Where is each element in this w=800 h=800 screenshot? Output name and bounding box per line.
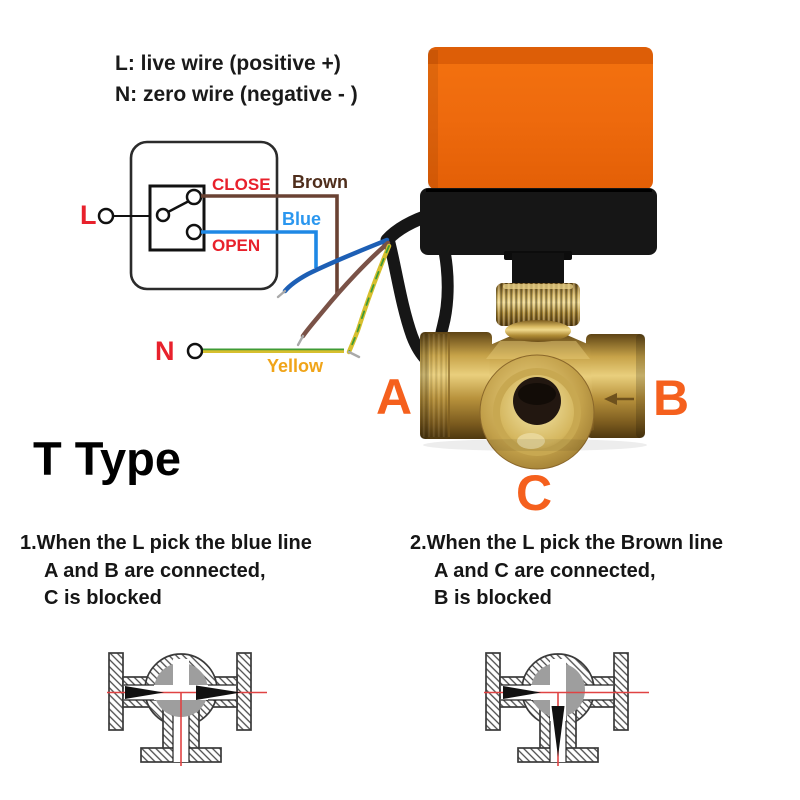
n-terminal-label: N	[155, 336, 175, 366]
live-wire-label: L: live wire (positive +)	[115, 52, 341, 75]
wire-legend: L: live wire (positive +) N: zero wire (…	[115, 48, 358, 110]
blue-wire-label: Blue	[282, 209, 322, 229]
blue-line	[201, 230, 318, 268]
open-label: OPEN	[212, 236, 261, 255]
zero-wire-label: N: zero wire (negative - )	[115, 83, 358, 106]
brown-wire	[300, 240, 391, 339]
flow-arrow-right-2	[196, 685, 241, 700]
flow-arrow-right-1	[125, 686, 164, 699]
actuator	[420, 47, 657, 286]
l-terminal	[97, 207, 115, 225]
port-b-body	[586, 334, 645, 438]
port-a-label: A	[376, 369, 412, 425]
cable-wires	[276, 237, 392, 359]
close-label: CLOSE	[212, 175, 271, 194]
note-2-line-1: 2.When the L pick the Brown line	[410, 532, 723, 554]
note-1-line-1: 1.When the L pick the blue line	[20, 532, 312, 554]
flow-arrow-right-3	[503, 686, 541, 699]
actuator-stem	[512, 253, 564, 286]
note-brown-line: 2.When the L pick the Brown line A and C…	[410, 530, 723, 613]
note-blue-line: 1.When the L pick the blue line A and B …	[20, 530, 312, 613]
note-2-line-3: B is blocked	[434, 587, 552, 609]
valve-product	[276, 47, 657, 470]
valve-body	[420, 283, 647, 470]
yellow-wire-label: Yellow	[267, 356, 324, 376]
note-1-line-3: C is blocked	[44, 587, 162, 609]
l-terminal-label: L	[80, 200, 97, 230]
common-terminal	[155, 207, 171, 223]
note-1-line-2: A and B are connected,	[44, 559, 266, 582]
actuator-base	[420, 188, 657, 255]
n-terminal	[186, 342, 204, 360]
flow-arrow-down	[551, 706, 565, 757]
flow-diagram-ac	[484, 652, 649, 766]
actuator-top-bevel	[428, 47, 653, 64]
port-c-label: C	[516, 465, 552, 521]
close-terminal	[185, 188, 203, 206]
switch-box	[97, 140, 279, 360]
flow-diagram-ab	[107, 652, 267, 766]
blue-wire	[282, 237, 390, 294]
switch-arm	[167, 199, 190, 214]
stem-collar	[505, 320, 571, 342]
valve-type-title: T Type	[33, 432, 181, 485]
note-2-line-2: A and C are connected,	[434, 559, 656, 582]
port-b-label: B	[653, 370, 689, 426]
flow-arrow-engraving	[604, 393, 634, 405]
open-terminal	[185, 223, 203, 241]
brown-wire-label: Brown	[292, 172, 348, 192]
